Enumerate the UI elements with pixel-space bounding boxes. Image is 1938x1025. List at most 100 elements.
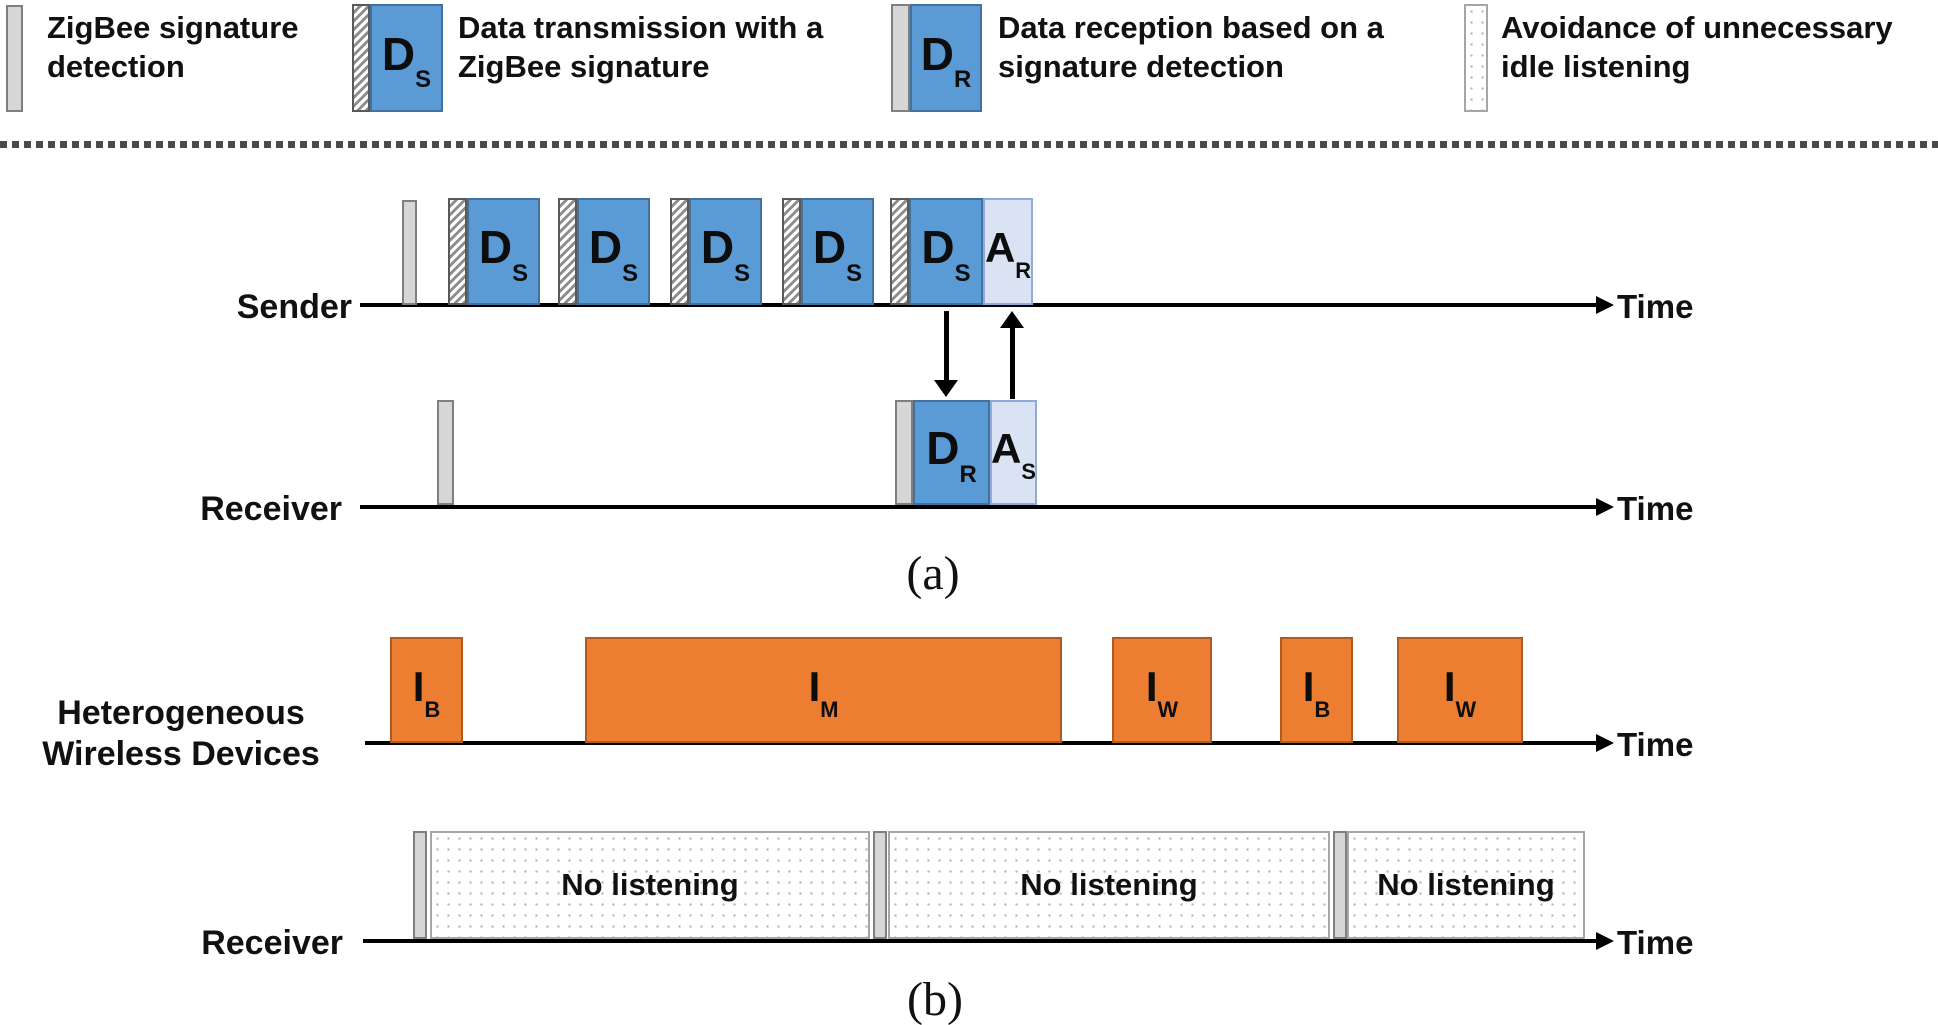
- legend-ds-hatch-bar: [352, 4, 370, 112]
- devices-label: Heterogeneous Wireless Devices: [20, 693, 342, 775]
- devices-label-line2: Wireless Devices: [42, 735, 320, 773]
- legend-data-transmission-label: Data transmission with a ZigBee signatur…: [458, 8, 823, 86]
- ib2-main: I: [1302, 662, 1315, 710]
- ds4-label: DS: [812, 221, 862, 285]
- data-down-arrow-head-icon: [934, 380, 958, 397]
- iw1-main: I: [1145, 662, 1158, 710]
- ds2-label: DS: [588, 221, 638, 285]
- legend-data-reception-line1: Data reception based on a: [998, 10, 1384, 45]
- legend-dr-main: D: [920, 27, 954, 80]
- ds2-block: DS: [577, 198, 650, 305]
- sender-time-label: Time: [1617, 288, 1694, 325]
- im-sub: M: [820, 696, 839, 722]
- iw1-sub: W: [1157, 696, 1179, 722]
- legend-ds-symbol: DS: [382, 31, 431, 92]
- no-listening-box-2: No listening: [888, 831, 1330, 939]
- ar-block: AR: [983, 198, 1033, 305]
- as-sub: S: [1021, 459, 1036, 485]
- sender-label: Sender: [236, 288, 352, 326]
- legend-zigbee-detection-label: ZigBee signature detection: [47, 8, 299, 86]
- receiver-a-timeline: [360, 505, 1600, 509]
- caption-a: (a): [906, 547, 960, 600]
- receiver-a-label: Receiver: [200, 490, 342, 528]
- ds1-main: D: [478, 221, 513, 274]
- ib1-main: I: [412, 662, 425, 710]
- im-block: IM: [585, 637, 1062, 743]
- receiver-b-timeline: [363, 939, 1600, 943]
- devices-time-label: Time: [1617, 726, 1694, 763]
- ib2-block: IB: [1280, 637, 1353, 743]
- ds5-block: DS: [909, 198, 983, 305]
- ar-label: AR: [985, 227, 1031, 282]
- no-listening-label-3: No listening: [1377, 867, 1555, 902]
- legend-idle-avoidance-line1: Avoidance of unnecessary: [1501, 10, 1893, 45]
- as-block: AS: [990, 400, 1037, 505]
- iw2-main: I: [1443, 662, 1456, 710]
- devices-timeline: [365, 741, 1600, 745]
- legend-zigbee-detection-line1: ZigBee signature: [47, 10, 299, 45]
- legend-data-transmission-line1: Data transmission with a: [458, 10, 824, 45]
- legend-idle-avoidance-label: Avoidance of unnecessary idle listening: [1501, 8, 1893, 86]
- ib1-sub: B: [424, 696, 441, 722]
- no-listen-detection-bar-2: [873, 831, 887, 939]
- receiver-b-label: Receiver: [201, 924, 343, 962]
- receiver-b-time-label: Time: [1617, 924, 1694, 961]
- as-label: AS: [991, 425, 1036, 483]
- legend-dr-gray-bar: [891, 4, 910, 112]
- no-listening-box-3: No listening: [1347, 831, 1585, 939]
- dr-sub: R: [959, 460, 977, 488]
- caption-b: (b): [907, 973, 963, 1025]
- legend-zigbee-detection-line2: detection: [47, 49, 185, 84]
- ds4-sub: S: [846, 259, 863, 287]
- ds1-label: DS: [478, 221, 528, 285]
- ib2-label: IB: [1302, 662, 1330, 720]
- ds2-signature-hatch: [558, 198, 577, 305]
- iw1-block: IW: [1112, 637, 1212, 743]
- ds4-main: D: [812, 221, 847, 274]
- dr-label: DR: [926, 425, 977, 486]
- legend-dr-box: DR: [910, 4, 982, 112]
- devices-label-line1: Heterogeneous: [57, 694, 305, 732]
- ib2-sub: B: [1314, 696, 1331, 722]
- sender-timeline-arrowhead-icon: [1596, 296, 1614, 314]
- iw2-sub: W: [1455, 696, 1477, 722]
- sender-signature-detection-bar: [402, 200, 417, 305]
- receiver-b-timeline-arrowhead-icon: [1596, 932, 1614, 950]
- ack-up-arrow-head-icon: [1000, 311, 1024, 328]
- ds3-label: DS: [700, 221, 750, 285]
- ds1-block: DS: [467, 198, 540, 305]
- legend-idle-avoidance-line2: idle listening: [1501, 49, 1691, 84]
- receiver-a-time-label: Time: [1617, 490, 1694, 527]
- ds5-label: DS: [921, 224, 970, 285]
- ds2-main: D: [588, 221, 623, 274]
- ds3-block: DS: [689, 198, 762, 305]
- no-listening-label-2: No listening: [1020, 867, 1198, 902]
- sender-timeline: [360, 303, 1600, 307]
- legend-data-transmission-line2: ZigBee signature: [458, 49, 710, 84]
- ds1-signature-hatch: [448, 198, 467, 305]
- im-label: IM: [808, 662, 839, 720]
- legend-dr-sub: R: [953, 66, 972, 94]
- no-listen-detection-bar-1: [413, 831, 427, 939]
- ds4-signature-hatch: [782, 198, 801, 305]
- no-listening-box-1: No listening: [430, 831, 870, 939]
- ds5-signature-hatch: [890, 198, 909, 305]
- legend-divider: [0, 141, 1938, 148]
- dr-signature-gray-bar: [895, 400, 913, 505]
- ib1-block: IB: [390, 637, 463, 743]
- devices-timeline-arrowhead-icon: [1596, 734, 1614, 752]
- ack-up-arrow-shaft: [1010, 327, 1015, 399]
- ds3-sub: S: [734, 259, 751, 287]
- legend-zigbee-detection-bar: [6, 5, 23, 112]
- ib1-label: IB: [412, 662, 440, 720]
- ds4-block: DS: [801, 198, 874, 305]
- legend-ds-box: DS: [370, 4, 443, 112]
- dr-block: DR: [913, 400, 990, 505]
- ds5-sub: S: [954, 259, 971, 287]
- no-listening-label-1: No listening: [561, 867, 739, 902]
- ds3-main: D: [700, 221, 735, 274]
- legend-dr-symbol: DR: [920, 27, 972, 92]
- im-main: I: [808, 662, 821, 710]
- as-main: A: [991, 425, 1022, 473]
